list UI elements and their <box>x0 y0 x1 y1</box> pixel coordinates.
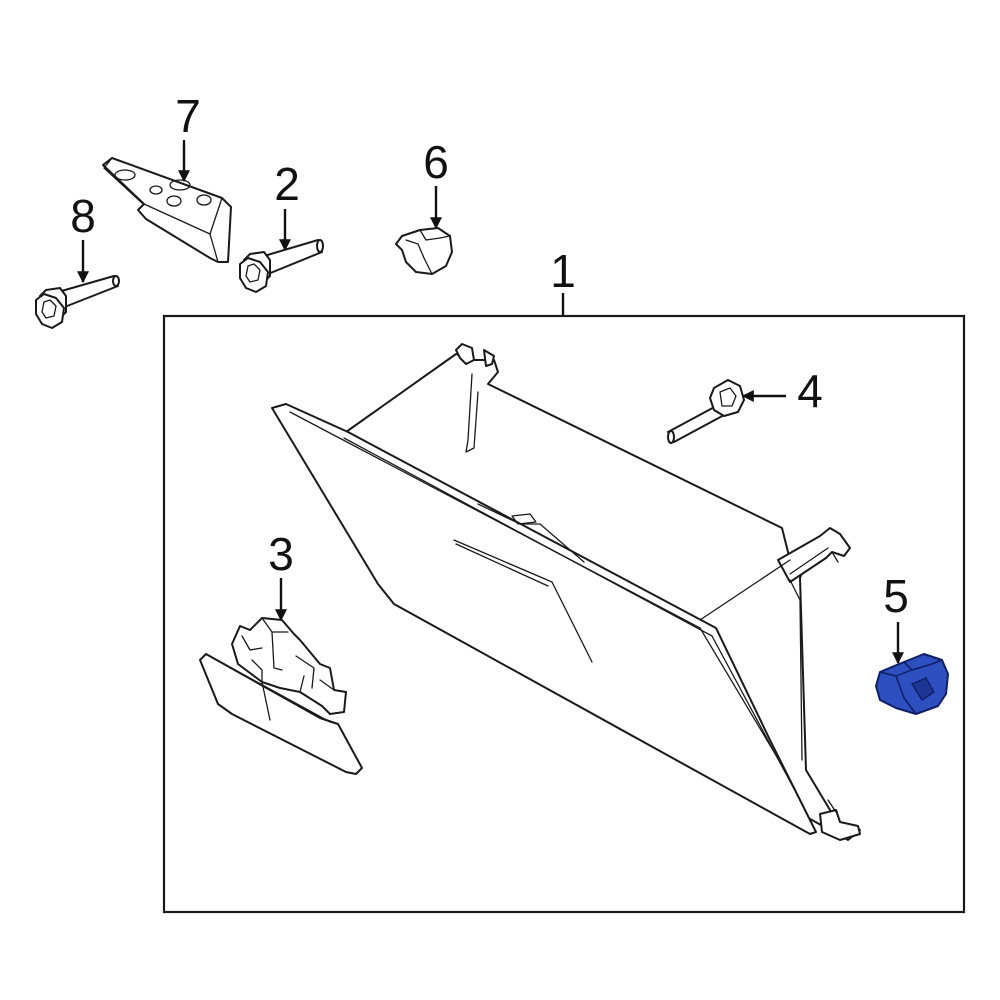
bumper-part-6 <box>395 227 453 275</box>
assembly-frame <box>162 314 966 914</box>
callout-5-label: 5 <box>883 570 909 622</box>
bolt-part-8 <box>35 275 120 329</box>
stop-bumper-part-5-highlighted <box>875 653 949 715</box>
bolt-part-4 <box>667 379 745 444</box>
bolt-part-2 <box>239 239 324 293</box>
callout-6-label: 6 <box>423 136 449 188</box>
callout-4-label: 4 <box>797 365 823 417</box>
callout-7-label: 7 <box>175 90 201 142</box>
glove-box-part-1 <box>271 343 861 841</box>
callout-2-label: 2 <box>274 158 300 210</box>
latch-part-3 <box>199 617 363 775</box>
callout-1-label: 1 <box>550 245 576 297</box>
bracket-part-7 <box>102 157 232 263</box>
callout-8-label: 8 <box>70 190 96 242</box>
callout-3-label: 3 <box>268 528 294 580</box>
